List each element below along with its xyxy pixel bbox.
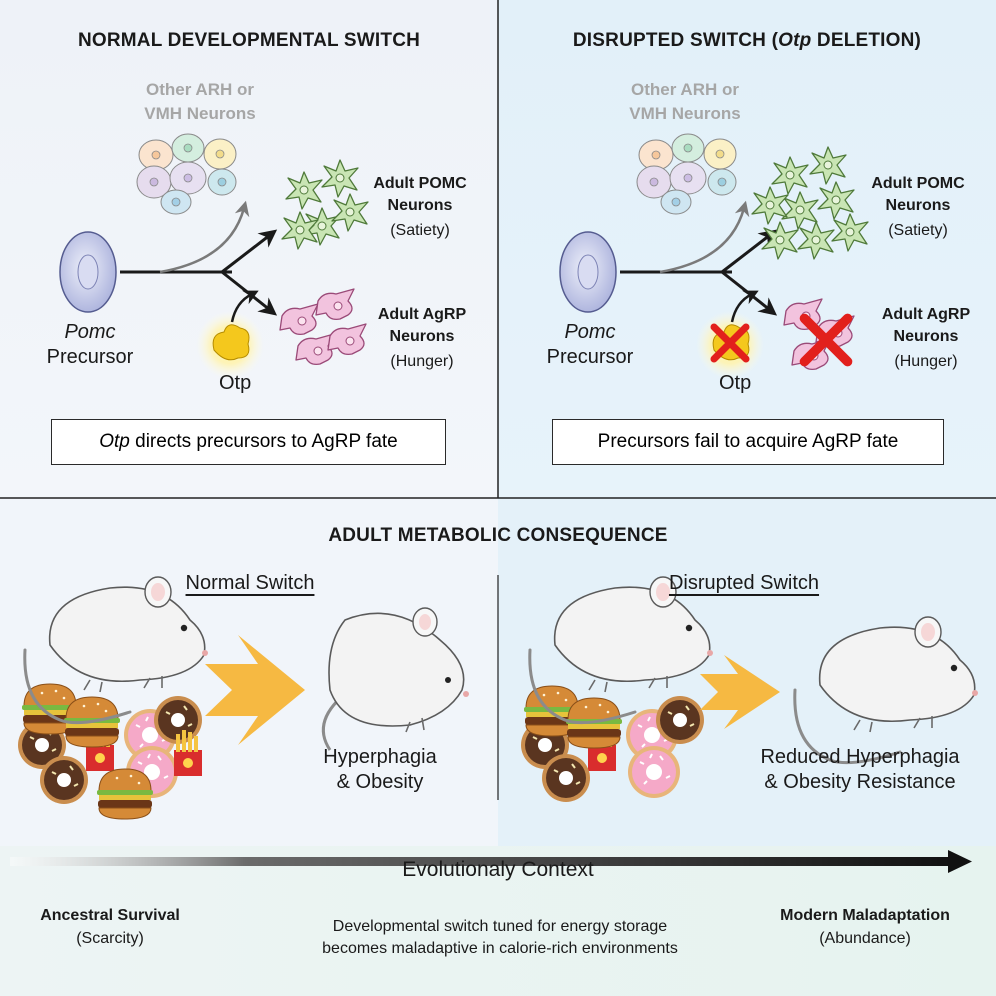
normal-switch-illustration: [17, 575, 469, 820]
fate-arrow-pomc-left: [221, 229, 278, 274]
small-orange-arrow: [700, 655, 780, 729]
heading-disrupted-switch: Disrupted Switch: [668, 572, 820, 594]
evolution-band-bg: [0, 846, 996, 996]
fate-arrow-pomc-right: [721, 229, 778, 274]
message-box-normal: Otp directs precursors to AgRP fate: [51, 419, 446, 465]
label-hunger-right: (Hunger): [894, 353, 958, 370]
evolution-note: Developmental switch tuned for energy st…: [322, 918, 678, 957]
label-pomc-neurons-right: Adult POMC Neurons: [871, 175, 965, 214]
label-scarcity: (Scarcity): [76, 930, 144, 947]
otp-arrow-right: [730, 290, 759, 323]
label-precursor-right: Pomc Precursor: [546, 321, 634, 368]
otp-protein-left: [212, 324, 250, 361]
label-agrp-neurons-left: Adult AgRP Neurons: [377, 306, 467, 345]
disrupted-switch-diagram: [559, 133, 869, 379]
normal-switch-diagram: [59, 133, 369, 379]
label-pomc-neurons-left: Adult POMC Neurons: [373, 175, 467, 214]
label-modern-maladaptation: Modern Maladaptation: [780, 907, 950, 924]
label-hunger-left: (Hunger): [390, 353, 454, 370]
obese-mouse-icon: [321, 607, 469, 751]
title-adult-consequence: ADULT METABOLIC CONSEQUENCE: [328, 525, 668, 546]
label-satiety-left: (Satiety): [390, 222, 450, 239]
label-precursor-left: Pomc Precursor: [46, 321, 134, 368]
label-other-neurons-left: Other ARH or VMH Neurons: [144, 80, 256, 123]
label-agrp-neurons-right: Adult AgRP Neurons: [881, 306, 971, 345]
title-disrupted-switch: DISRUPTED SWITCH (Otp DELETION): [572, 30, 922, 51]
disrupted-switch-illustration: [520, 575, 980, 803]
fate-arrow-other-right: [659, 200, 750, 274]
evolution-title: Evolutionaly Context: [402, 858, 594, 881]
fate-arrow-other-left: [159, 200, 250, 274]
label-abundance: (Abundance): [819, 930, 911, 947]
evolution-timeline: [10, 850, 972, 873]
title-normal-switch: NORMAL DEVELOPMENTAL SWITCH: [77, 30, 421, 51]
outcome-normal: Hyperphagia & Obesity: [323, 746, 437, 793]
label-otp-right: Otp: [719, 372, 752, 394]
message-box-disrupted: Precursors fail to acquire AgRP fate: [552, 419, 944, 465]
heading-normal-switch: Normal Switch: [185, 572, 315, 594]
label-ancestral-survival: Ancestral Survival: [40, 907, 180, 924]
large-orange-arrow: [205, 635, 305, 745]
label-other-neurons-right: Other ARH or VMH Neurons: [629, 80, 741, 123]
otp-arrow-left: [230, 290, 259, 323]
label-satiety-right: (Satiety): [888, 222, 948, 239]
outcome-disrupted: Reduced Hyperphagia & Obesity Resistance: [760, 746, 960, 793]
label-otp-left: Otp: [219, 372, 252, 394]
